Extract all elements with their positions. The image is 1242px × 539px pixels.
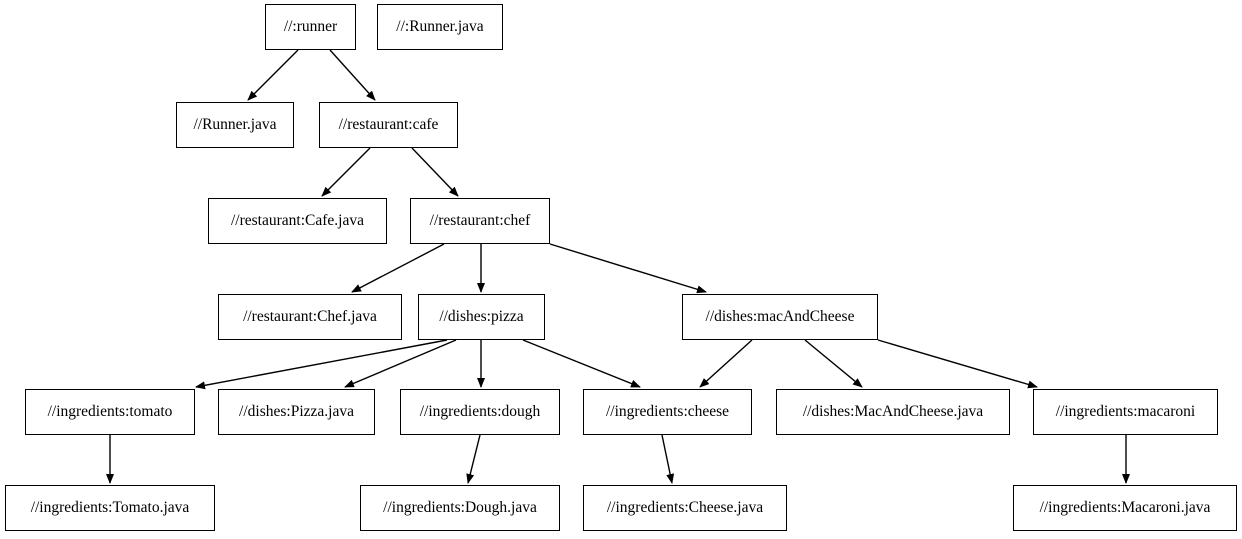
graph-node-label: //restaurant:cafe [338, 116, 439, 134]
graph-node-label: //:Runner.java [396, 18, 484, 36]
graph-edge [549, 243, 707, 294]
graph-edge [344, 339, 457, 388]
graph-edge [351, 243, 445, 293]
graph-node-runner_java_root[interactable]: //:Runner.java [377, 4, 503, 50]
graph-node-label: //ingredients:Macaroni.java [1039, 499, 1211, 517]
graph-edge [877, 339, 1038, 389]
graph-node-chef_java[interactable]: //restaurant:Chef.java [218, 294, 402, 340]
graph-node-runner_java[interactable]: //Runner.java [176, 102, 294, 148]
graph-node-label: //ingredients:Tomato.java [30, 499, 190, 517]
graph-edge [466, 434, 481, 484]
graph-edge [522, 339, 641, 388]
graph-node-tomato_java[interactable]: //ingredients:Tomato.java [5, 485, 215, 531]
graph-edge [661, 434, 675, 484]
graph-node-label: //restaurant:Chef.java [243, 308, 377, 326]
graph-node-label: //dishes:MacAndCheese.java [802, 403, 984, 421]
graph-node-label: //dishes:Pizza.java [239, 403, 354, 421]
graph-node-cheese_java[interactable]: //ingredients:Cheese.java [583, 485, 787, 531]
graph-node-dough_java[interactable]: //ingredients:Dough.java [360, 485, 560, 531]
graph-edge [321, 147, 371, 197]
graph-node-dishes_mac[interactable]: //dishes:macAndCheese [682, 294, 878, 340]
graph-node-ing_dough[interactable]: //ingredients:dough [400, 389, 560, 435]
graph-node-restaurant_chef[interactable]: //restaurant:chef [410, 198, 550, 244]
graph-node-runner[interactable]: //:runner [265, 4, 356, 50]
graph-node-label: //dishes:macAndCheese [705, 308, 855, 326]
graph-node-label: //restaurant:Cafe.java [231, 212, 364, 230]
graph-node-cafe_java[interactable]: //restaurant:Cafe.java [208, 198, 387, 244]
graph-node-ing_tomato[interactable]: //ingredients:tomato [25, 389, 195, 435]
graph-edge [804, 339, 863, 388]
graph-node-label: //ingredients:dough [419, 403, 541, 421]
graph-node-label: //dishes:pizza [439, 308, 524, 326]
graph-node-pizza_java[interactable]: //dishes:Pizza.java [218, 389, 375, 435]
graph-edge [699, 339, 753, 388]
graph-node-label: //ingredients:Dough.java [383, 499, 537, 517]
graph-node-label: //ingredients:Cheese.java [606, 499, 764, 517]
graph-edge [247, 49, 299, 101]
graph-edge [329, 49, 376, 101]
graph-edge [195, 339, 448, 390]
graph-node-dishes_pizza[interactable]: //dishes:pizza [418, 294, 545, 340]
graph-node-label: //:runner [283, 18, 338, 36]
graph-node-restaurant_cafe[interactable]: //restaurant:cafe [319, 102, 458, 148]
graph-node-label: //ingredients:macaroni [1055, 403, 1196, 421]
graph-node-label: //Runner.java [193, 116, 277, 134]
graph-node-mac_java[interactable]: //dishes:MacAndCheese.java [776, 389, 1010, 435]
graph-node-ing_cheese[interactable]: //ingredients:cheese [583, 389, 752, 435]
graph-node-label: //restaurant:chef [429, 212, 531, 230]
graph-node-label: //ingredients:tomato [47, 403, 173, 421]
graph-node-macaroni_java[interactable]: //ingredients:Macaroni.java [1013, 485, 1237, 531]
graph-node-ing_macaroni[interactable]: //ingredients:macaroni [1033, 389, 1218, 435]
graph-node-label: //ingredients:cheese [605, 403, 730, 421]
graph-edge [411, 147, 459, 197]
